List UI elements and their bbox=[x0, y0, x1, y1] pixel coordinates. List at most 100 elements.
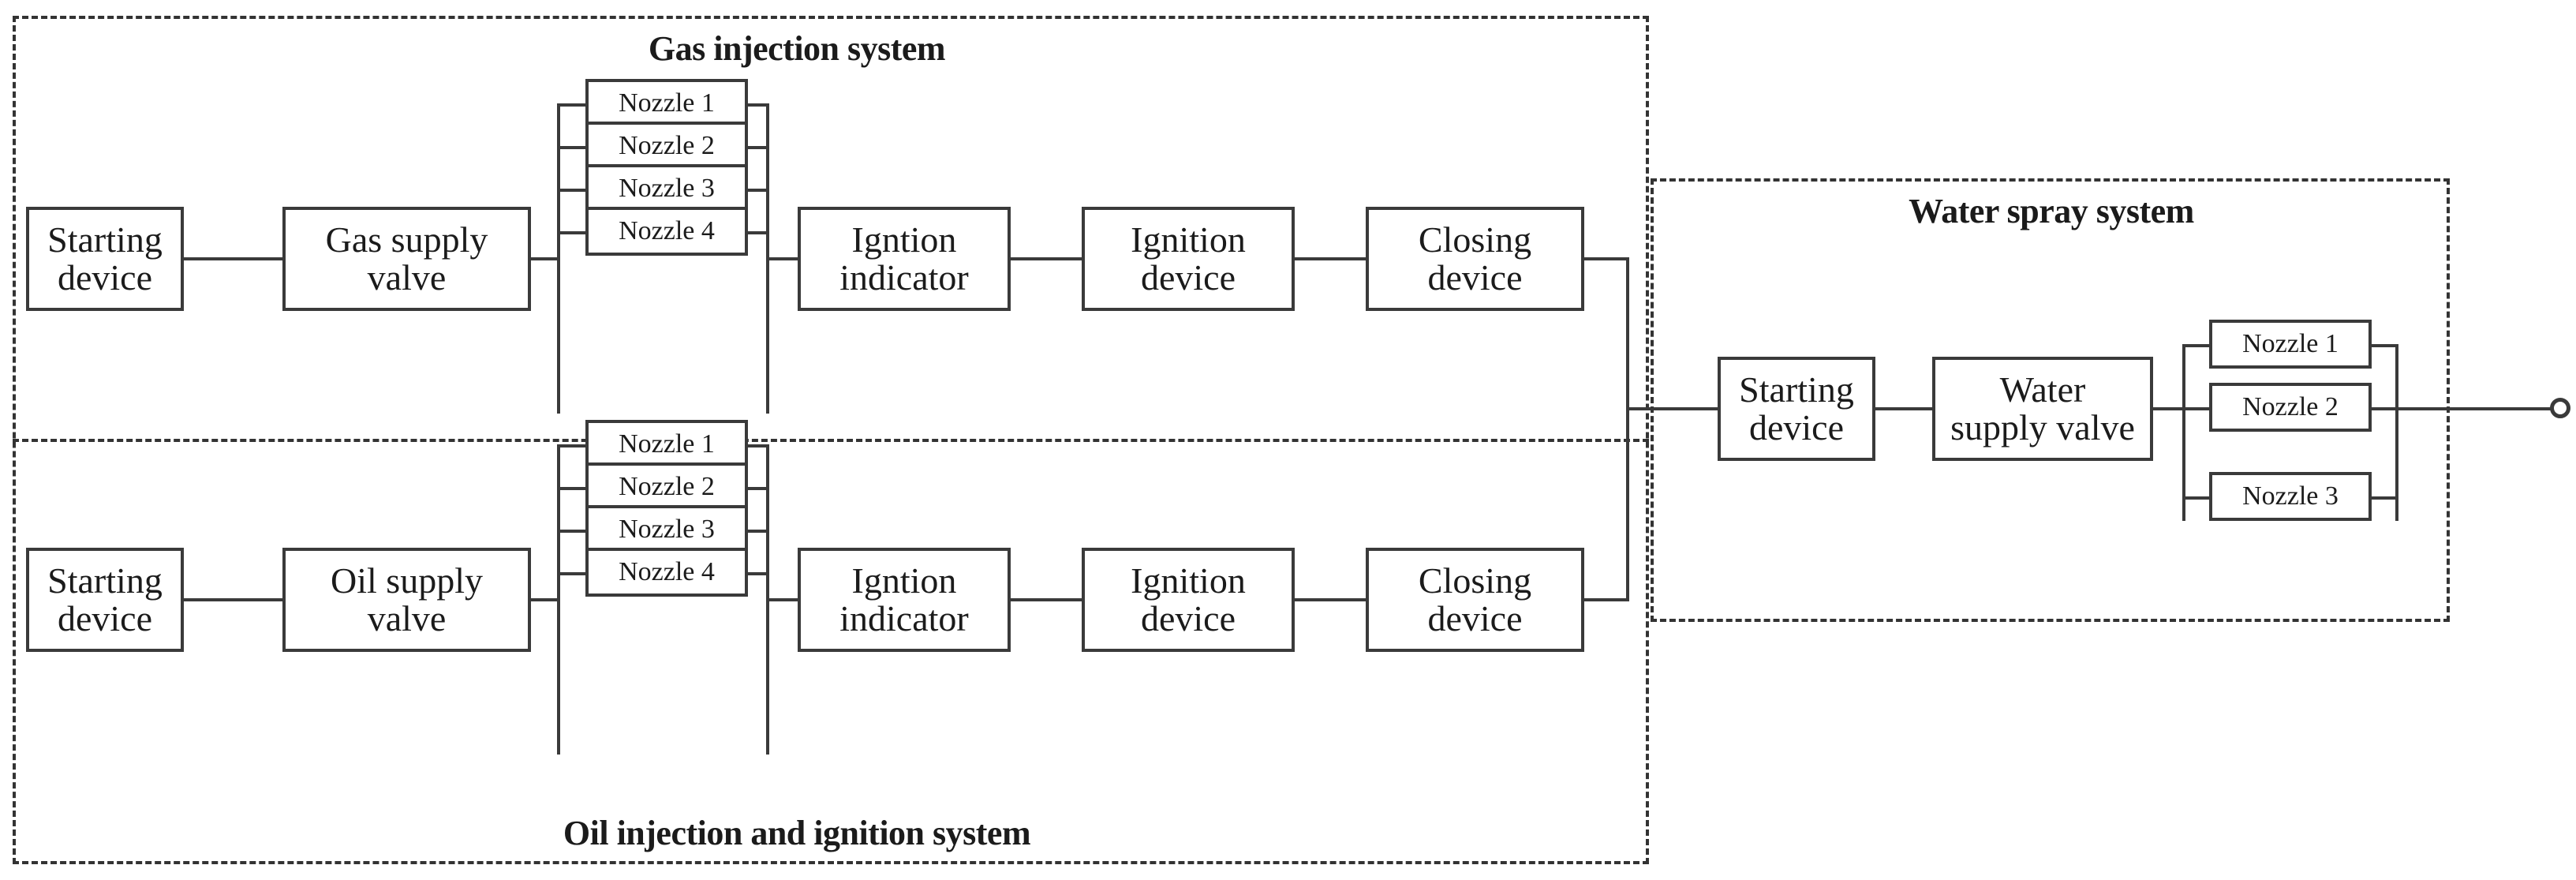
gas-oil-divider bbox=[13, 439, 1649, 442]
water-output-wire bbox=[2395, 407, 2556, 410]
oil-wire-start-to-valve bbox=[184, 598, 282, 601]
oil-nozzle-1-stub-right bbox=[745, 444, 769, 447]
oil-system-title: Oil injection and ignition system bbox=[563, 814, 1031, 852]
water-nozzle-2-stub-left bbox=[2182, 407, 2212, 410]
gas-nozzle-3-stub-left bbox=[557, 189, 589, 192]
oil-closing-device[interactable]: Closing device bbox=[1366, 548, 1584, 652]
water-spray-enclosure bbox=[1651, 178, 2450, 622]
gas-nozzle-4-stub-right bbox=[745, 231, 769, 234]
oil-nozzle-3[interactable]: Nozzle 3 bbox=[585, 505, 748, 554]
oil-starting-device-line2: device bbox=[57, 598, 152, 638]
oil-nozzle-2[interactable]: Nozzle 2 bbox=[585, 462, 748, 511]
gas-closing-device-line1: Closing bbox=[1418, 219, 1532, 260]
water-nozzle-1[interactable]: Nozzle 1 bbox=[2209, 320, 2372, 369]
gas-ignition-device[interactable]: Ignition device bbox=[1082, 207, 1295, 311]
gas-closing-device[interactable]: Closing device bbox=[1366, 207, 1584, 311]
water-starting-device[interactable]: Starting device bbox=[1718, 357, 1875, 461]
wire-common-bus-to-water-starting-device bbox=[1626, 407, 1718, 410]
oil-supply-valve-line2: valve bbox=[367, 598, 447, 638]
oil-nozzle-3-stub-left bbox=[557, 530, 589, 533]
oil-ignition-indicator-line2: indicator bbox=[839, 598, 969, 638]
oil-nozzle-3-stub-right bbox=[745, 530, 769, 533]
gas-supply-valve-line1: Gas supply bbox=[325, 219, 488, 260]
gas-nozzle-1[interactable]: Nozzle 1 bbox=[585, 79, 748, 128]
water-starting-device-line2: device bbox=[1748, 407, 1844, 447]
oil-supply-valve[interactable]: Oil supply valve bbox=[282, 548, 531, 652]
oil-nozzle-3-label: Nozzle 3 bbox=[619, 515, 715, 545]
oil-starting-device[interactable]: Starting device bbox=[26, 548, 184, 652]
water-nozzle-3-stub-right bbox=[2368, 496, 2398, 500]
gas-starting-device-line2: device bbox=[57, 257, 152, 298]
oil-nozzle-4[interactable]: Nozzle 4 bbox=[585, 548, 748, 597]
oil-wire-device-to-closing bbox=[1295, 598, 1366, 601]
gas-supply-valve[interactable]: Gas supply valve bbox=[282, 207, 531, 311]
gas-ignition-device-line1: Ignition bbox=[1131, 219, 1246, 260]
water-supply-valve-line1: Water bbox=[1999, 369, 2086, 410]
gas-nozzle-4-stub-left bbox=[557, 231, 589, 234]
water-system-title: Water spray system bbox=[1909, 192, 2194, 230]
gas-nozzle-2[interactable]: Nozzle 2 bbox=[585, 122, 748, 170]
gas-nozzle-3-label: Nozzle 3 bbox=[619, 174, 715, 204]
gas-ignition-indicator-line2: indicator bbox=[839, 257, 969, 298]
gas-nozzle-2-stub-left bbox=[557, 146, 589, 149]
water-nozzle-2[interactable]: Nozzle 2 bbox=[2209, 383, 2372, 432]
oil-ignition-device[interactable]: Ignition device bbox=[1082, 548, 1295, 652]
gas-nozzle-1-stub-right bbox=[745, 103, 769, 107]
water-nozzle-2-stub-right bbox=[2368, 407, 2398, 410]
oil-nozzle-4-stub-right bbox=[745, 572, 769, 575]
water-nozzle-1-stub-left bbox=[2182, 344, 2212, 347]
water-nozzle-1-stub-right bbox=[2368, 344, 2398, 347]
gas-ignition-device-line2: device bbox=[1140, 257, 1236, 298]
gas-wire-start-to-valve bbox=[184, 257, 282, 260]
water-supply-valve[interactable]: Water supply valve bbox=[1932, 357, 2153, 461]
gas-ignition-indicator[interactable]: Igntion indicator bbox=[798, 207, 1011, 311]
gas-system-title: Gas injection system bbox=[648, 29, 946, 68]
gas-nozzle-3[interactable]: Nozzle 3 bbox=[585, 164, 748, 213]
gas-starting-device-line1: Starting bbox=[47, 219, 163, 260]
oil-closing-device-line1: Closing bbox=[1418, 560, 1532, 601]
oil-supply-valve-line1: Oil supply bbox=[331, 560, 483, 601]
water-nozzle-bus-right bbox=[2395, 344, 2398, 521]
water-nozzle-3-label: Nozzle 3 bbox=[2242, 481, 2339, 511]
gas-ignition-indicator-line1: Igntion bbox=[851, 219, 957, 260]
oil-wire-closing-to-bus bbox=[1584, 598, 1629, 601]
water-supply-valve-line2: supply valve bbox=[1950, 407, 2135, 447]
output-terminal bbox=[2550, 398, 2570, 418]
gas-closing-device-line2: device bbox=[1427, 257, 1523, 298]
gas-wire-nozzle-bus-to-indicator bbox=[766, 257, 798, 260]
water-wire-valve-to-nozzle-bus bbox=[2153, 407, 2185, 410]
oil-nozzle-1[interactable]: Nozzle 1 bbox=[585, 420, 748, 469]
oil-nozzle-2-label: Nozzle 2 bbox=[619, 472, 715, 502]
water-nozzle-3[interactable]: Nozzle 3 bbox=[2209, 472, 2372, 521]
oil-nozzle-2-stub-left bbox=[557, 487, 589, 490]
oil-starting-device-line1: Starting bbox=[47, 560, 163, 601]
gas-nozzle-2-stub-right bbox=[745, 146, 769, 149]
gas-wire-closing-to-bus bbox=[1584, 257, 1629, 260]
water-starting-device-line1: Starting bbox=[1739, 369, 1854, 410]
water-nozzle-1-label: Nozzle 1 bbox=[2242, 329, 2339, 359]
gas-nozzle-1-stub-left bbox=[557, 103, 589, 107]
gas-wire-valve-to-nozzle-bus bbox=[531, 257, 559, 260]
oil-ignition-device-line1: Ignition bbox=[1131, 560, 1246, 601]
gas-starting-device[interactable]: Starting device bbox=[26, 207, 184, 311]
gas-wire-device-to-closing bbox=[1295, 257, 1366, 260]
oil-ignition-indicator-line1: Igntion bbox=[851, 560, 957, 601]
water-nozzle-3-stub-left bbox=[2182, 496, 2212, 500]
oil-wire-nozzle-bus-to-indicator bbox=[766, 598, 798, 601]
gas-nozzle-3-stub-right bbox=[745, 189, 769, 192]
gas-wire-indicator-to-device bbox=[1011, 257, 1082, 260]
oil-ignition-indicator[interactable]: Igntion indicator bbox=[798, 548, 1011, 652]
oil-wire-indicator-to-device bbox=[1011, 598, 1082, 601]
oil-nozzle-1-label: Nozzle 1 bbox=[619, 429, 715, 459]
gas-nozzle-4[interactable]: Nozzle 4 bbox=[585, 207, 748, 256]
gas-nozzle-2-label: Nozzle 2 bbox=[619, 131, 715, 161]
oil-closing-device-line2: device bbox=[1427, 598, 1523, 638]
gas-supply-valve-line2: valve bbox=[367, 257, 447, 298]
oil-nozzle-4-label: Nozzle 4 bbox=[619, 557, 715, 587]
water-wire-start-to-valve bbox=[1875, 407, 1932, 410]
oil-nozzle-bus-left bbox=[557, 444, 560, 755]
gas-nozzle-bus-left bbox=[557, 103, 560, 414]
oil-wire-valve-to-nozzle-bus bbox=[531, 598, 559, 601]
oil-ignition-device-line2: device bbox=[1140, 598, 1236, 638]
